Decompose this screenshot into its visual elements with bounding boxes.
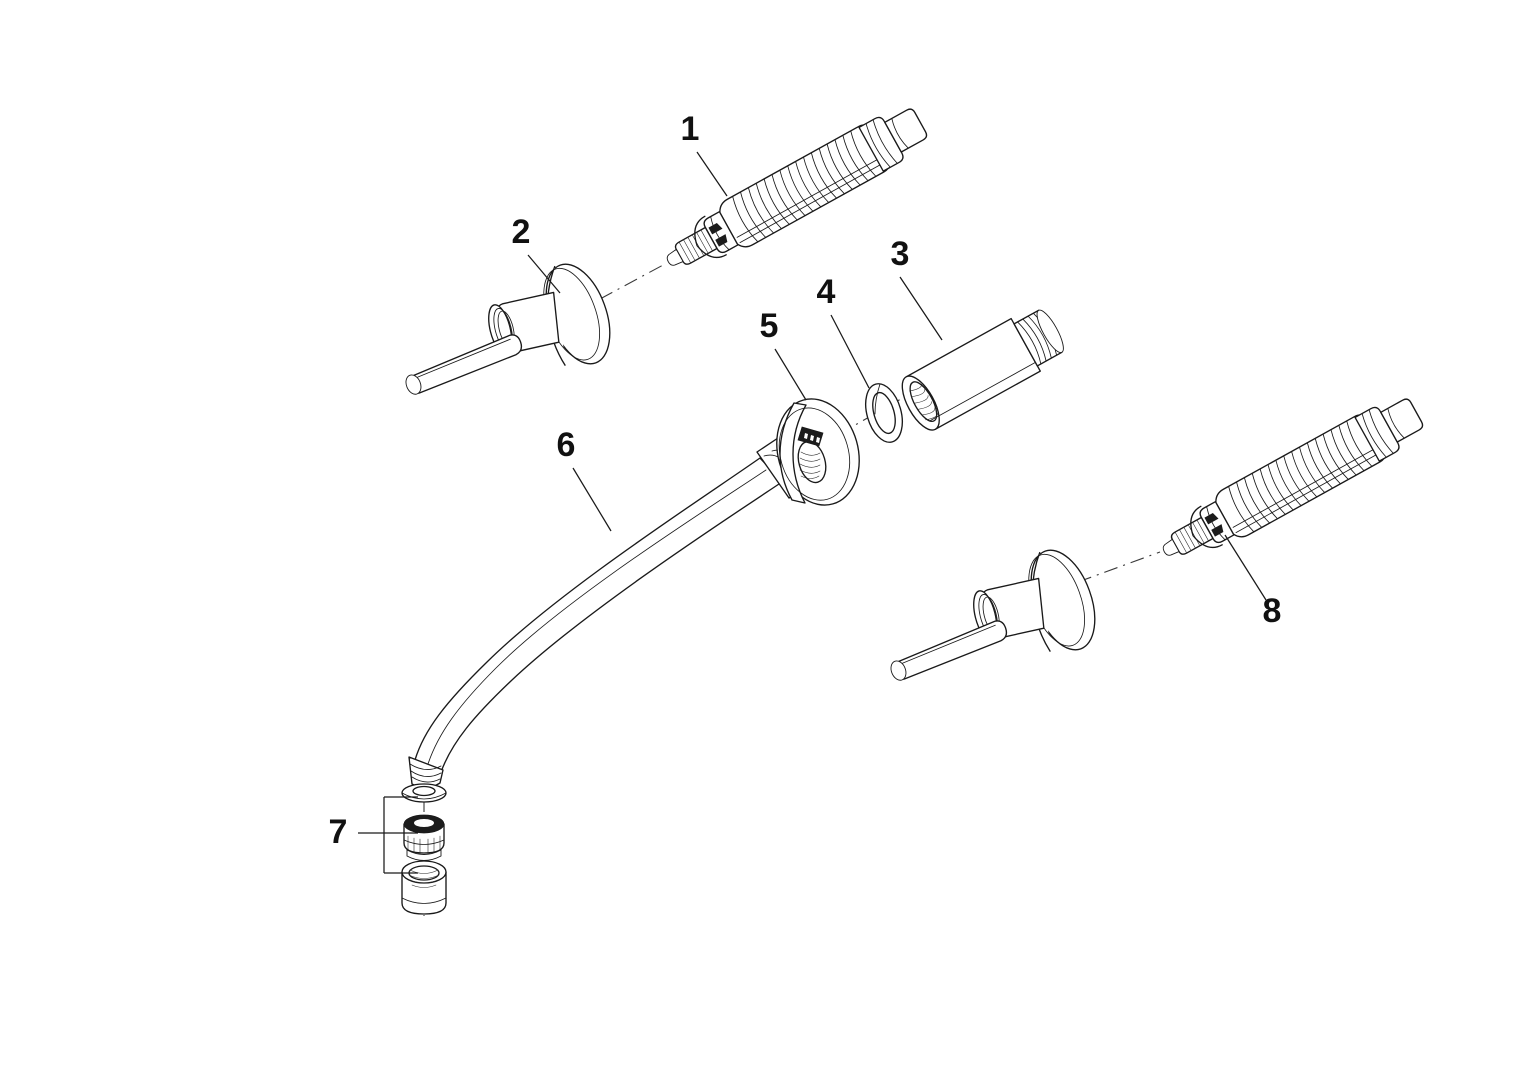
leader-5 [774,348,807,401]
callout-label-2: 2 [512,213,531,251]
callout-label-8: 8 [1263,592,1282,630]
callout-label-7: 7 [329,813,348,851]
callout-label-4: 4 [817,273,836,311]
sleeve-external-thread [1013,309,1064,367]
callout-label-1: 1 [681,110,700,148]
part-o-ring-washer [858,378,910,448]
part-spout-escutcheon-flange [776,398,860,506]
leader-lines [358,151,1267,874]
leader-1 [696,151,728,197]
part-spout-tube [408,427,830,789]
aerator-housing [401,860,447,915]
callout-labels: 1 2 3 4 5 6 7 8 [329,110,1282,851]
axis-right-handle [1077,551,1161,583]
leader-8 [1224,534,1267,601]
axis-left-handle [599,263,666,300]
part-lever-handle-right [876,538,1110,684]
part-extension-sleeve [901,309,1064,431]
part-lever-handle-left [391,252,625,398]
leader-6 [572,467,612,532]
aerator-washer [401,783,447,803]
callout-label-3: 3 [891,235,910,273]
leader-4 [830,314,870,389]
callout-label-6: 6 [557,426,576,464]
brand-badge [797,426,824,447]
callout-label-5: 5 [760,307,779,345]
leader-7-bracket [358,796,418,874]
leader-2 [527,254,561,294]
aerator-core [403,814,445,861]
part-valve-cartridge-right [1151,388,1430,576]
leader-3 [899,276,943,341]
